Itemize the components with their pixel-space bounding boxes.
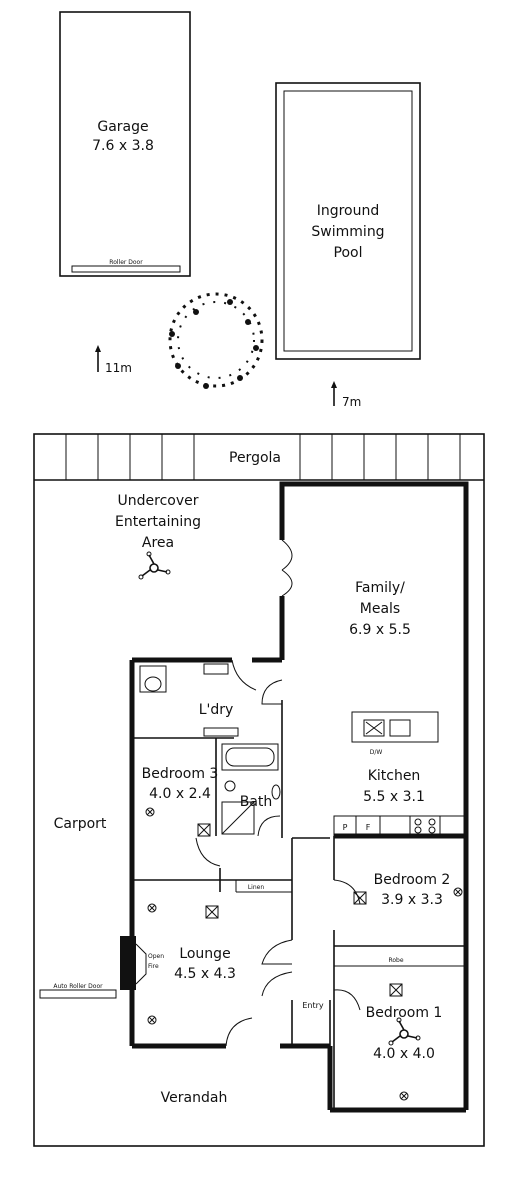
heater-icon: [197, 823, 403, 997]
robe-label: Robe: [388, 957, 403, 964]
kitchen-size: 5.5 x 3.1: [363, 789, 425, 805]
tree-icon: [168, 292, 264, 389]
dishwasher-label: D/W: [370, 749, 383, 756]
pool-label-3: Pool: [334, 245, 363, 261]
distance-11m: 11m: [105, 361, 132, 375]
auto-roller-door-label: Auto Roller Door: [53, 983, 103, 990]
ceiling-fan-icon: [388, 1017, 421, 1046]
doors: [195, 539, 361, 1047]
entry-label: Entry: [302, 1001, 324, 1010]
pergola: [34, 434, 484, 481]
arrow-up-icon: [331, 381, 337, 406]
laundry-label: L'dry: [199, 702, 234, 718]
family-label-2: Meals: [360, 601, 400, 617]
linen-label: Linen: [248, 884, 265, 891]
open-fire-label-1: Open: [148, 953, 164, 960]
pergola-label: Pergola: [229, 450, 281, 466]
arrow-up-icon: [95, 345, 101, 372]
laundry-fixtures: [139, 663, 239, 737]
bath-label: Bath: [240, 794, 273, 810]
kitchen-label: Kitchen: [368, 768, 421, 784]
undercover-label-3: Area: [142, 535, 174, 551]
pool-label-2: Swimming: [311, 224, 384, 240]
lounge-size: 4.5 x 4.3: [174, 966, 236, 982]
undercover-label-2: Entertaining: [115, 514, 201, 530]
carport-label: Carport: [54, 816, 107, 832]
distance-7m: 7m: [342, 395, 361, 409]
site-boundary: [33, 433, 485, 1147]
open-fire-label-2: Fire: [148, 963, 159, 970]
garage-roller-door: Roller Door: [109, 259, 143, 266]
bedroom-1-label: Bedroom 1: [366, 1005, 443, 1021]
fridge-label: F: [366, 823, 371, 832]
bedroom-2-label: Bedroom 2: [374, 872, 451, 888]
bedroom-3-label: Bedroom 3: [142, 766, 219, 782]
garage-size: 7.6 x 3.8: [92, 138, 154, 154]
swimming-pool: [275, 82, 421, 360]
pantry-label: P: [343, 823, 348, 832]
bedroom-1-size: 4.0 x 4.0: [373, 1046, 435, 1062]
fireplace: [120, 936, 147, 990]
family-size: 6.9 x 5.5: [349, 622, 411, 638]
lounge-label: Lounge: [179, 946, 230, 962]
auto-roller-door: [39, 989, 117, 999]
ceiling-fan-icon: [138, 551, 171, 580]
light-point-icon: [145, 807, 463, 1101]
undercover-label-1: Undercover: [118, 493, 199, 509]
garage-label: Garage: [97, 119, 148, 135]
kitchen-fixtures: [333, 711, 467, 837]
verandah-label: Verandah: [161, 1090, 228, 1106]
pool-label-1: Inground: [317, 203, 380, 219]
bedroom-2-size: 3.9 x 3.3: [381, 892, 443, 908]
family-label-1: Family/: [355, 580, 405, 596]
garage: [59, 11, 191, 277]
bedroom-3-size: 4.0 x 2.4: [149, 786, 211, 802]
bath-fixtures: [221, 743, 281, 835]
